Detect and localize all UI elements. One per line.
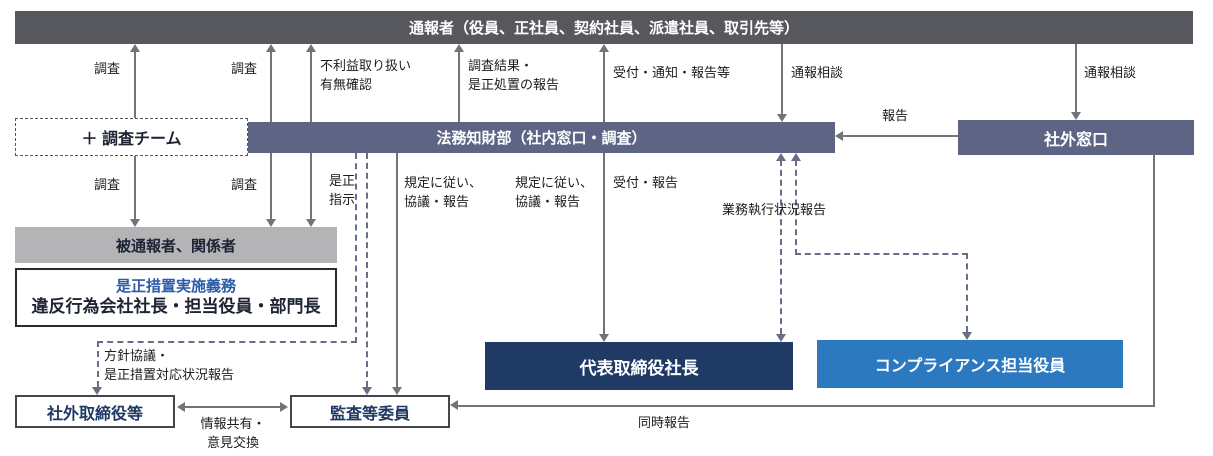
arrow-down-policy-consult xyxy=(92,387,102,395)
investigation-team-box: ＋ 調査チーム xyxy=(15,118,248,156)
line-report-consult-1 xyxy=(781,44,783,114)
dashed-policy-vertical-1 xyxy=(355,153,357,343)
label-policy-consult: 方針協議・ 是正措置対応状況報告 xyxy=(104,348,235,382)
label-simultaneous-report: 同時報告 xyxy=(638,415,691,430)
line-simultaneous-horizontal xyxy=(458,405,1155,407)
line-receipt-notice xyxy=(603,51,605,122)
dashed-policy-vertical-2 xyxy=(97,341,99,387)
president-box: 代表取締役社長 xyxy=(485,342,793,390)
legal-ip-dept-bar: 法務知財部（社内窓口・調査） xyxy=(248,122,835,153)
arrow-down-investigate-4 xyxy=(266,219,276,227)
label-rule-consult-2: 規定に従い、 協議・報告 xyxy=(515,175,594,209)
arrow-down-report-consult-1 xyxy=(777,114,787,122)
arrow-up-result-report xyxy=(454,44,464,52)
compliance-officer-box: コンプライアンス担当役員 xyxy=(817,340,1123,388)
label-investigate-4: 調査 xyxy=(231,177,258,192)
arrow-down-rule-consult-1 xyxy=(392,387,402,395)
reported-persons-bar: 被通報者、関係者 xyxy=(15,227,337,263)
arrow-up-exec-status-2 xyxy=(791,153,801,161)
arrow-down-receipt-report xyxy=(599,334,609,342)
label-receipt-notice-report: 受付・通知・報告等 xyxy=(613,65,731,80)
label-disadvantage-check: 不利益取り扱い 有無確認 xyxy=(320,58,412,92)
corrective-duty-box: 是正措置実施義務 違反行為会社社長・担当役員・部門長 xyxy=(15,268,337,327)
arrow-left-simultaneous xyxy=(450,400,458,410)
label-result-report: 調査結果・ 是正処置の報告 xyxy=(468,58,560,92)
line-info-share xyxy=(185,406,280,408)
arrow-up-disadvantage-check xyxy=(306,44,316,52)
external-contact-box: 社外窓口 xyxy=(958,120,1194,155)
reporter-bar: 通報者（役員、正社員、契約社員、派遣社員、取引先等） xyxy=(15,11,1193,44)
arrow-down-compliance-dashed xyxy=(962,332,972,340)
arrow-left-info-share xyxy=(177,402,185,412)
corrective-duty-body: 違反行為会社社長・担当役員・部門長 xyxy=(31,297,321,317)
line-investigate-1-upper xyxy=(134,51,136,118)
line-correction-order xyxy=(310,153,312,219)
label-investigate-3: 調査 xyxy=(94,177,121,192)
label-info-share: 情報共有・ 意見交換 xyxy=(200,416,266,450)
dashed-policy-horizontal xyxy=(97,341,357,343)
line-investigate-4 xyxy=(270,153,272,219)
corrective-duty-title: 是正措置実施義務 xyxy=(115,277,236,295)
arrow-down-report-consult-2 xyxy=(1071,112,1081,120)
line-disadvantage-check xyxy=(310,51,312,122)
label-receipt-report: 受付・報告 xyxy=(613,175,679,190)
label-report-consult-1: 通報相談 xyxy=(791,65,844,80)
line-rule-consult-1 xyxy=(396,153,398,387)
label-report-consult-2: 通報相談 xyxy=(1084,65,1137,80)
line-result-report xyxy=(458,51,460,122)
line-report-consult-2 xyxy=(1075,44,1077,112)
arrow-up-investigate-2 xyxy=(266,44,276,52)
label-rule-consult-1: 規定に従い、 協議・報告 xyxy=(404,175,483,209)
arrow-down-audit-dashed xyxy=(362,387,372,395)
arrow-down-correction-order xyxy=(306,219,316,227)
line-investigate-3 xyxy=(134,156,136,219)
arrow-up-receipt-notice xyxy=(599,44,609,52)
arrow-down-president-dashed xyxy=(776,334,786,342)
dashed-exec-status-2a xyxy=(795,160,797,255)
audit-committee-box: 監査等委員 xyxy=(290,395,450,428)
line-simultaneous-vertical xyxy=(1153,155,1155,407)
dashed-exec-status-1 xyxy=(780,160,782,334)
dashed-exec-status-2c xyxy=(966,253,968,332)
arrow-down-investigate-3 xyxy=(130,219,140,227)
arrow-right-info-share xyxy=(280,402,288,412)
line-investigate-2-upper xyxy=(270,51,272,122)
line-receipt-report xyxy=(603,153,605,334)
dashed-exec-status-2b xyxy=(795,253,968,255)
label-correction-order: 是正 指示 xyxy=(329,173,356,207)
line-report xyxy=(843,135,958,137)
label-exec-status-report: 業務執行状況報告 xyxy=(722,202,827,217)
label-report: 報告 xyxy=(882,108,909,123)
outside-directors-box: 社外取締役等 xyxy=(15,395,175,428)
dashed-audit-line xyxy=(366,153,368,387)
arrow-up-exec-status-1 xyxy=(776,153,786,161)
arrow-up-investigate-1 xyxy=(130,44,140,52)
label-investigate-1: 調査 xyxy=(94,61,121,76)
label-investigate-2: 調査 xyxy=(231,61,258,76)
arrow-left-report xyxy=(835,131,843,141)
